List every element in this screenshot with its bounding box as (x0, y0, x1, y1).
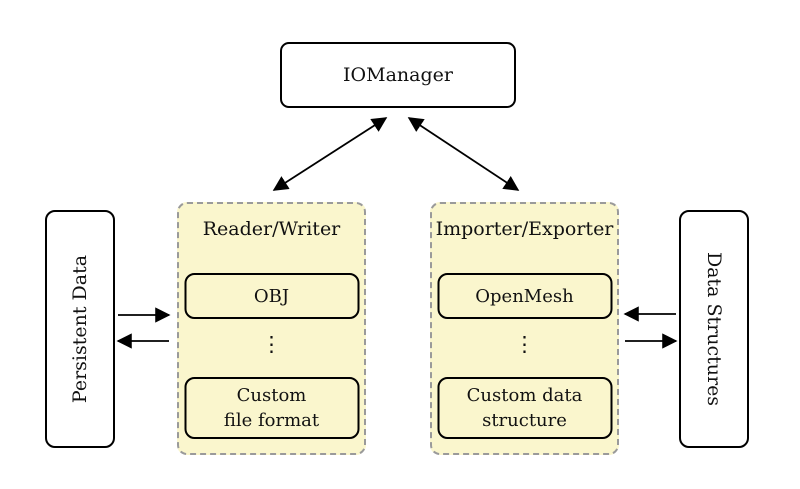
arrow-iomanager-importerexporter (407, 117, 520, 191)
importer-exporter-title: Importer/Exporter (435, 218, 614, 240)
iomanager-node: IOManager (280, 42, 516, 108)
custom-file-format-line1: Custom (236, 385, 307, 406)
reader-writer-ellipsis: ⋮ (261, 332, 282, 356)
obj-label: OBJ (253, 285, 290, 307)
data-structures-node: Data Structures (679, 210, 749, 448)
custom-file-format-line2: file format (223, 410, 320, 431)
openmesh-box: OpenMesh (437, 273, 612, 319)
openmesh-label: OpenMesh (475, 285, 574, 307)
persistent-data-node: Persistent Data (45, 210, 115, 448)
importer-exporter-group: Importer/Exporter OpenMesh ⋮ Custom data… (430, 202, 619, 455)
custom-file-format-box: Custom file format (184, 377, 359, 439)
reader-writer-group: Reader/Writer OBJ ⋮ Custom file format (177, 202, 366, 455)
custom-data-structure-line2: structure (482, 410, 567, 431)
iomanager-label: IOManager (343, 64, 453, 86)
persistent-data-label: Persistent Data (69, 254, 91, 404)
data-structures-label: Data Structures (703, 251, 725, 407)
reader-writer-title: Reader/Writer (202, 218, 341, 240)
importer-exporter-ellipsis: ⋮ (514, 332, 535, 356)
custom-data-structure-box: Custom data structure (437, 377, 612, 439)
custom-data-structure-line1: Custom data (466, 385, 583, 406)
obj-box: OBJ (184, 273, 359, 319)
arrow-iomanager-readerwriter (272, 117, 388, 191)
